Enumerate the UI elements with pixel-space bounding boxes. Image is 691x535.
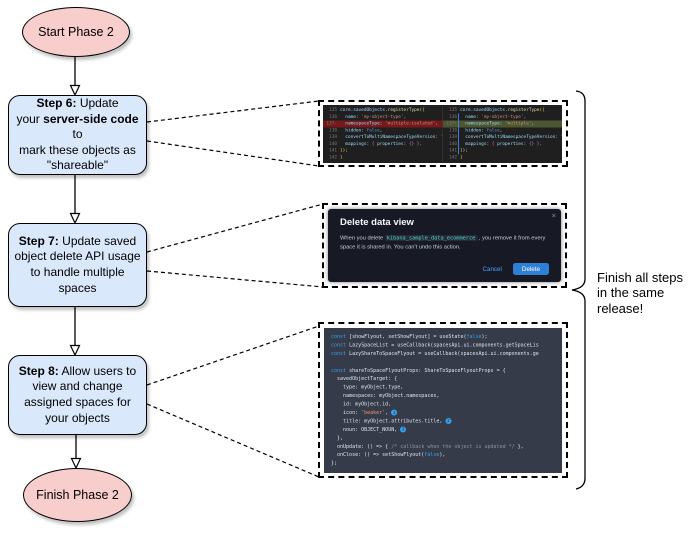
code-line: 136 name: 'my-object-type', xyxy=(323,114,443,121)
code-line: }, xyxy=(331,435,344,441)
flow-arrow-step6-to-step7 xyxy=(69,175,81,225)
code-line: 141}); xyxy=(323,148,443,155)
code-line: 139 convertToMultiNamespaceTypeVersion: … xyxy=(443,134,562,141)
change-guide-bar xyxy=(458,113,459,155)
code-line: 140 mappings: { properties: {} }, xyxy=(323,141,443,148)
line-number: 141 xyxy=(449,148,457,153)
delete-button[interactable]: Delete xyxy=(512,263,549,275)
start-node: Start Phase 2 xyxy=(22,7,130,57)
code-line: 139 convertToMultiNamespaceTypeVersion: … xyxy=(323,134,442,141)
brace-note: Finish all steps in the same release! xyxy=(597,270,683,316)
code-line: title: myObject.attributes.title, 2 xyxy=(331,417,452,424)
code-line: 137- namespaceType: 'multiple-isolated', xyxy=(323,120,443,128)
code-line: 138 hidden: false, xyxy=(443,127,562,134)
code-line: 141}); xyxy=(443,148,562,155)
code-line: icon: 'beaker', 1 xyxy=(331,409,398,416)
screenshot-frame-dialog: × Delete data view When you delete kiban… xyxy=(322,203,567,288)
flow-arrow-step8-to-finish xyxy=(70,435,82,470)
code-line: 138 hidden: false, xyxy=(323,127,443,134)
line-number: 139 xyxy=(329,134,337,140)
step-7-label: Step 7: Update saved object delete API u… xyxy=(14,233,141,295)
step-6-box: Step 6: Update your server-side code to … xyxy=(8,95,147,175)
start-node-label: Start Phase 2 xyxy=(38,25,114,39)
line-number: 140 xyxy=(449,141,457,147)
line-number: 136 xyxy=(449,114,457,120)
flow-arrow-step7-to-step8 xyxy=(69,307,81,357)
code-line: const [showFlyout, setShowFlyout] = useS… xyxy=(331,334,488,340)
grouping-brace xyxy=(571,90,586,490)
code-line: 137+ namespaceType: 'multiple', xyxy=(443,120,562,128)
dialog-body: When you delete kibana_sample_data_ecomm… xyxy=(340,234,549,252)
code-line xyxy=(331,358,555,366)
data-view-name-chip: kibana_sample_data_ecommerce xyxy=(384,235,478,241)
code-line: const LazySpaceList = useCallback(spaces… xyxy=(331,342,539,348)
finish-node: Finish Phase 2 xyxy=(23,468,132,522)
code-line: onClose: () => setShowFlyout(false), xyxy=(331,452,446,458)
line-number: 142 xyxy=(329,154,337,160)
line-number: 138 xyxy=(329,127,337,133)
cancel-button[interactable]: Cancel xyxy=(482,265,502,273)
line-number: 136 xyxy=(329,114,337,120)
dialog-footer: Cancel Delete xyxy=(482,263,549,275)
code-line: 136 name: 'my-object-type', xyxy=(443,114,562,121)
dialog-body-text-pre: When you delete xyxy=(340,235,385,241)
close-icon[interactable]: × xyxy=(551,211,556,220)
line-number: 140 xyxy=(329,141,337,147)
finish-node-label: Finish Phase 2 xyxy=(36,488,119,502)
code-line: id: myObject.id, xyxy=(331,401,392,408)
code-line: const shareToSpaceFlyoutProps: ShareToSp… xyxy=(331,367,506,374)
flow-arrow-start-to-step6 xyxy=(69,55,81,97)
code-line: 142} xyxy=(443,154,562,161)
code-line: 142} xyxy=(323,154,443,161)
dialog-body-text-post: , you remove it from every space it is s… xyxy=(340,235,546,250)
code-line: const LazyShareToSpaceFlyout = useCallba… xyxy=(331,350,539,357)
screenshot-frame-code: const [showFlyout, setShowFlyout] = useS… xyxy=(318,322,568,478)
line-number: 137+ xyxy=(446,121,457,126)
code-line: onUpdate: () => { /* callback when the o… xyxy=(331,443,524,450)
delete-data-view-dialog: × Delete data view When you delete kiban… xyxy=(328,209,561,282)
dialog-title: Delete data view xyxy=(340,217,414,228)
code-line: savedObjectTarget: { xyxy=(331,376,398,382)
line-number: 135 xyxy=(329,107,337,113)
step-6-label: Step 6: Update your server-side code to … xyxy=(16,96,139,173)
code-line: 140 mappings: { properties: {} }, xyxy=(443,141,562,148)
line-number: 138 xyxy=(449,127,457,133)
code-line: namespaces: myObject.namespaces, xyxy=(331,393,440,399)
step-8-box: Step 8: Allow users to view and change a… xyxy=(8,355,147,435)
line-number: 142 xyxy=(449,154,457,160)
line-number: 135 xyxy=(449,107,457,113)
callout-lines xyxy=(146,100,324,478)
step-7-box: Step 7: Update saved object delete API u… xyxy=(8,223,147,307)
code-line: noun: OBJECT_NOUN, 3 xyxy=(331,426,407,433)
flyout-code-panel: const [showFlyout, setShowFlyout] = useS… xyxy=(324,328,562,473)
line-number: 137- xyxy=(326,121,337,126)
code-line: }; xyxy=(331,460,338,467)
step-8-label: Step 8: Allow users to view and change a… xyxy=(18,363,137,425)
line-number: 141 xyxy=(329,148,337,153)
code-line: type: myObject.type, xyxy=(331,384,404,391)
line-number: 139 xyxy=(449,134,457,140)
